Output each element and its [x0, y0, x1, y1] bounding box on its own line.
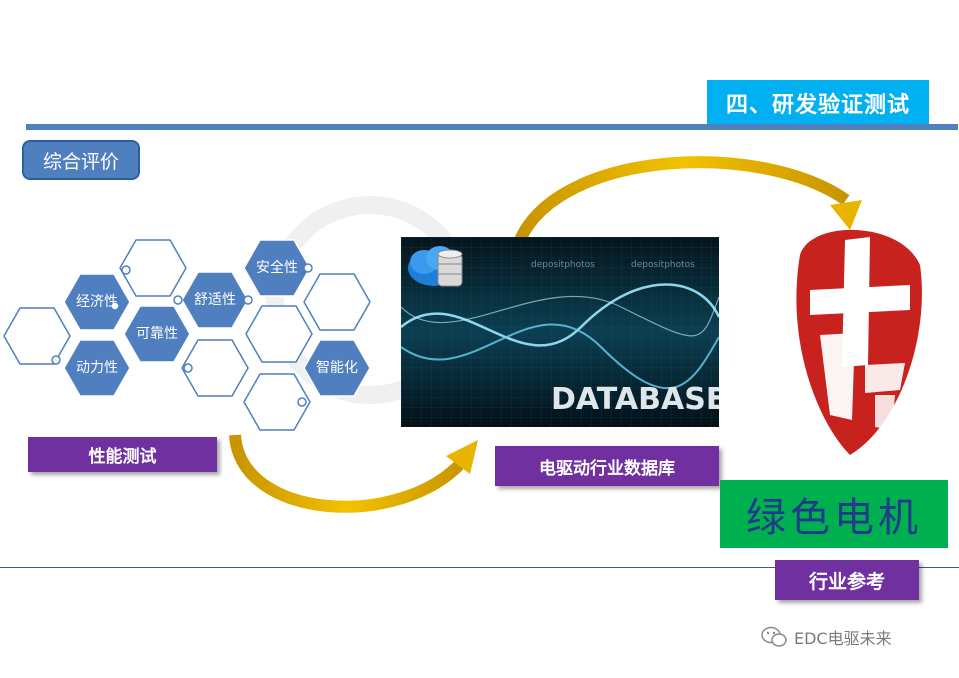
hex-outline-left [3, 307, 71, 365]
industry-reference-label: 行业参考 [775, 560, 919, 600]
green-motor-box [720, 480, 948, 548]
industry-database-label: 电驱动行业数据库 [495, 446, 719, 486]
hex-outline-mid [181, 339, 249, 397]
hex-dot [303, 263, 313, 273]
hex-dot [110, 301, 120, 311]
eval-badge: 综合评价 [22, 140, 140, 180]
db-wave-3 [401, 295, 719, 337]
hex-intelligence [303, 339, 371, 397]
db-caption-2: depositphotos [631, 260, 695, 270]
arrow-db-to-seal [514, 156, 850, 243]
arrow-head-seal [830, 200, 862, 230]
hex-dot [121, 265, 131, 275]
db-caption-1: depositphotos [531, 260, 595, 270]
watermark-text: EDC电驱未来 [794, 629, 892, 648]
arrow-head-db [446, 440, 478, 474]
hex-outline-top [119, 239, 187, 297]
bottom-divider [0, 567, 959, 568]
hex-reliability [123, 305, 191, 363]
hex-economy [63, 273, 131, 331]
hex-outline-center [245, 305, 313, 363]
hex-reliability-label: 可靠性 [136, 326, 178, 342]
hex-power [63, 339, 131, 397]
hex-dot [297, 397, 307, 407]
section-title: 四、研发验证测试 [707, 80, 929, 126]
hex-economy-label: 经济性 [76, 294, 118, 310]
hex-safety-label: 安全性 [256, 259, 298, 276]
hex-power-label: 动力性 [76, 360, 118, 376]
hex-dot [243, 295, 253, 305]
hex-dot [173, 295, 183, 305]
db-wave-1 [401, 283, 719, 347]
green-motor-text: 绿色电机 [746, 495, 922, 541]
hex-outline-bottom [243, 373, 311, 431]
title-divider [26, 124, 958, 130]
db-wave-2 [401, 323, 719, 390]
cloud-database-icon [408, 246, 463, 287]
hex-outline-right [303, 273, 371, 331]
hex-dot [51, 355, 61, 365]
hex-comfort-label: 舒适性 [194, 292, 236, 308]
red-seal-logo [796, 229, 922, 455]
hexagon-cluster: 经济性 可靠性 舒适性 安全性 动力性 智能化 [3, 239, 371, 431]
hex-dot [183, 363, 193, 373]
hex-intelligence-label: 智能化 [316, 360, 358, 376]
watermark: EDC电驱未来 [760, 622, 892, 652]
arrow-perf-to-db [229, 434, 467, 513]
performance-test-label: 性能测试 [28, 437, 217, 472]
wechat-icon [761, 626, 787, 647]
database-text: DATABASE [551, 382, 719, 417]
